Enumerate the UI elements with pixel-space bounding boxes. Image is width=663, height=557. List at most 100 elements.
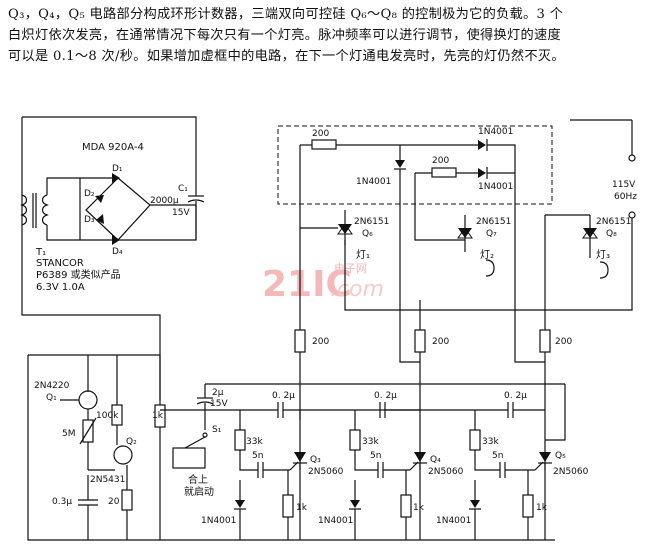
- diode-middle-label: 1N4001: [356, 177, 391, 187]
- q2-label: Q₂: [126, 437, 137, 447]
- q3-type: 2N5060: [308, 467, 344, 477]
- diode-middle-icon: [395, 160, 405, 168]
- switch-label-start-2: 就启动: [184, 485, 214, 498]
- bridge-rectifier: [79, 173, 197, 245]
- c5n-c-label: 5n: [492, 451, 503, 461]
- q2-type: 2N5431: [90, 475, 125, 485]
- lamp3-icon: [599, 261, 609, 279]
- triac-q7: [457, 215, 473, 252]
- watermark-cn: 电子网: [334, 262, 367, 275]
- c5n-b-label: 5n: [370, 451, 381, 461]
- diode-d2-icon: [95, 195, 104, 203]
- q7-label: Q₇: [486, 229, 497, 239]
- r1k-c-label: 1k: [536, 503, 548, 513]
- triac-q6: [299, 210, 353, 245]
- resistor-200-q6: [294, 329, 306, 353]
- q6-type: 2N6151: [354, 217, 389, 227]
- d-1n4001-b-label: 1N4001: [318, 516, 353, 526]
- resistor-200-top-right: [431, 167, 457, 178]
- r200-q8-label: 200: [555, 337, 572, 347]
- description-line-2: 白炽灯依次发亮，在通常情况下每次只有一个灯亮。脉冲频率可以进行调节，使得换灯的速…: [8, 28, 561, 43]
- watermark-brand: 21IC: [262, 264, 352, 305]
- ac-frequency: 60Hz: [614, 192, 637, 202]
- watermark: 21IC 电子网 .com: [262, 262, 384, 305]
- r1k-a-label: 1k: [296, 503, 308, 513]
- description-line-3: 可以是 0.1～8 次/秒。如果增加虚框中的电路，在下一个灯通电发亮时，先亮的灯…: [8, 49, 565, 64]
- q8-type: 2N6151: [596, 217, 631, 227]
- diode-lower-right-icon: [478, 168, 486, 178]
- r33k-c-label: 33k: [482, 437, 499, 447]
- c1-value: 2000μ: [150, 196, 179, 206]
- resistor-200-top-label: 200: [312, 129, 329, 139]
- capacitor-c1: [187, 150, 205, 240]
- resistor-200-top2-label: 200: [432, 156, 449, 166]
- d1-label: D₁: [112, 164, 123, 174]
- c1-label: C₁: [178, 184, 188, 194]
- switch-label-start: 合上: [188, 473, 208, 486]
- watermark-dom: .com: [330, 277, 384, 302]
- c5n-a-label: 5n: [252, 451, 263, 461]
- r1k-label: 1k: [152, 411, 164, 421]
- t1-part: P6389 或类似产品: [36, 268, 121, 281]
- d4-label: D₄: [112, 247, 123, 257]
- r33k-a-label: 33k: [246, 437, 263, 447]
- bridge-label: MDA 920A-4: [82, 142, 144, 153]
- lamp3-label: 灯₃: [596, 249, 610, 261]
- gate-resistors: [294, 215, 551, 470]
- ac-terminal-top: [628, 154, 636, 162]
- resistor-200-top-left: [311, 139, 337, 150]
- diode-d4-icon: [112, 235, 120, 245]
- resistor-200-q7: [414, 329, 426, 353]
- c02u-a-label: 0. 2μ: [272, 391, 295, 401]
- diode-lower-label: 1N4001: [478, 182, 513, 192]
- ac-voltage: 115V: [612, 180, 636, 190]
- coupling-caps: [160, 402, 545, 420]
- q5-type: 2N5060: [553, 467, 589, 477]
- q8-label: Q₈: [606, 229, 617, 239]
- lamp2-label: 灯₂: [480, 249, 494, 261]
- transistor-q1: [78, 390, 98, 410]
- diode-d1-icon: [112, 173, 120, 183]
- oscillator: [27, 354, 555, 541]
- s1-label: S₁: [212, 425, 222, 435]
- transformer-t1: [20, 177, 80, 241]
- diode-d3-icon: [96, 214, 104, 224]
- triac-q8: [545, 214, 598, 258]
- d2-label: D₂: [84, 189, 95, 199]
- c02u-b-label: 0. 2μ: [374, 391, 397, 401]
- t1-manufacturer: STANCOR: [36, 258, 84, 269]
- description-text: Q₃，Q₄，Q₅ 电路部分构成环形计数器，三端双向可控硅 Q₆～Q₈ 的控制极为…: [8, 4, 658, 67]
- c1-voltage: 15V: [172, 208, 190, 218]
- r200-q6-label: 200: [312, 337, 329, 347]
- q4-type: 2N5060: [428, 467, 464, 477]
- r20-label: 20: [108, 497, 120, 507]
- resistor-200-q8: [539, 329, 551, 353]
- q7-type: 2N6151: [476, 217, 511, 227]
- c03u-label: 0.3μ: [52, 497, 72, 507]
- q4-label: Q₄: [430, 455, 441, 465]
- q6-label: Q₆: [362, 229, 373, 239]
- r33k-b-label: 33k: [362, 437, 379, 447]
- lamp2-icon: [485, 259, 495, 277]
- resistor-20: [121, 489, 133, 511]
- t1-rating: 6.3V 1.0A: [36, 282, 85, 293]
- q1-label: Q₁: [46, 393, 57, 403]
- d3-label: D₃: [84, 215, 95, 225]
- q3-label: Q₃: [310, 455, 321, 465]
- transistor-q2: [113, 445, 133, 465]
- r200-q7-label: 200: [432, 337, 449, 347]
- q5-label: Q₅: [555, 451, 566, 461]
- optional-circuit: 200 1N4001 1N4001 200 1N4001: [299, 127, 516, 241]
- scr-stages: [234, 384, 566, 540]
- diode-top-right-icon: [478, 140, 486, 150]
- c2u-label: 2μ: [212, 388, 224, 398]
- start-switch[interactable]: [172, 383, 565, 469]
- r5m-label: 5M: [62, 429, 76, 439]
- c2u-voltage: 15V: [210, 399, 228, 409]
- lamp1-label: 灯₁: [356, 249, 370, 261]
- switch-body[interactable]: [172, 447, 206, 469]
- t1-label: T₁: [35, 247, 46, 258]
- r1k-b-label: 1k: [413, 503, 425, 513]
- d-1n4001-c-label: 1N4001: [436, 516, 471, 526]
